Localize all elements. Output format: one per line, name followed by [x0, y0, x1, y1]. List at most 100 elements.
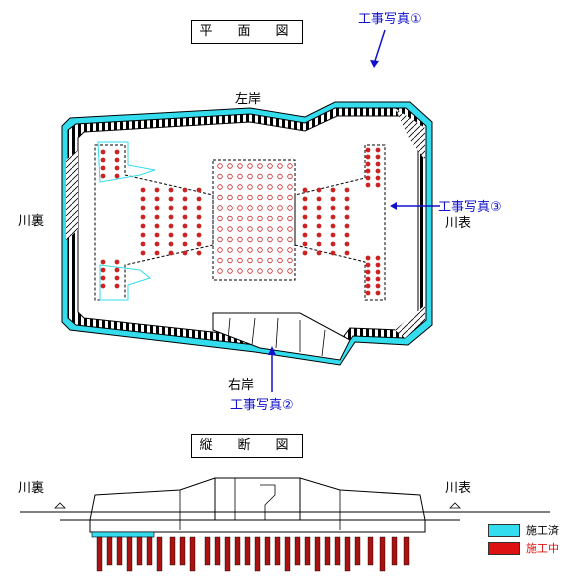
pile-done — [168, 205, 174, 211]
pile-planned — [287, 236, 293, 243]
photo-3-label[interactable]: 工事写真③ — [438, 200, 502, 215]
pile-planned — [217, 194, 223, 201]
pile-done — [100, 283, 106, 289]
pile-done — [375, 255, 381, 261]
section-pile — [136, 536, 143, 566]
legend-swatch-in-progress — [488, 541, 520, 555]
label-right-bank: 右岸 — [228, 378, 255, 393]
pile-done — [365, 276, 371, 282]
pile-done — [365, 168, 371, 174]
pile-planned — [267, 215, 273, 222]
section-pile — [354, 536, 361, 566]
pile-planned — [267, 247, 273, 253]
pile-done — [100, 173, 106, 179]
structure-body — [214, 477, 301, 521]
pile-done — [365, 182, 371, 188]
pile-planned — [277, 247, 283, 253]
section-pile — [146, 536, 153, 566]
pile-done — [154, 250, 160, 256]
pile-planned — [227, 236, 233, 243]
pile-done — [365, 290, 371, 296]
pile-done — [375, 147, 381, 153]
pile-done — [316, 223, 322, 229]
pile-done — [114, 149, 120, 155]
pile-planned — [237, 226, 243, 232]
pile-planned — [257, 215, 263, 222]
pile-planned — [287, 205, 293, 211]
plan-view — [61, 101, 433, 366]
section-piles — [96, 536, 410, 572]
right-footing — [294, 144, 386, 301]
pile-planned — [237, 194, 243, 201]
pile-done — [375, 182, 381, 188]
pile-done — [140, 241, 146, 247]
pile-planned — [237, 205, 243, 211]
section-pile — [234, 536, 241, 566]
section-pile — [274, 536, 281, 566]
pile-done — [330, 250, 336, 256]
pile-planned — [227, 257, 233, 264]
pile-planned — [277, 215, 283, 222]
section-pile — [344, 536, 351, 572]
pile-done — [316, 214, 322, 220]
pile-done — [344, 187, 350, 193]
pile-done — [330, 241, 336, 247]
pile-planned — [247, 247, 253, 253]
pile-planned — [247, 257, 253, 264]
photo-2-label[interactable]: 工事写真② — [230, 398, 294, 413]
pile-planned — [267, 257, 273, 264]
pile-done — [168, 232, 174, 238]
pile-planned — [287, 226, 293, 232]
pile-done — [344, 232, 350, 238]
pile-done — [344, 250, 350, 256]
pile-planned — [267, 184, 273, 190]
footing-slab — [89, 519, 426, 533]
pile-planned — [277, 163, 283, 169]
pile-done — [344, 223, 350, 229]
pile-done — [330, 187, 336, 193]
pile-planned — [247, 194, 253, 201]
pile-planned — [227, 247, 233, 253]
pile-planned — [277, 194, 283, 201]
pile-done — [375, 175, 381, 181]
section-pile — [294, 536, 301, 566]
pile-done — [154, 223, 160, 229]
pile-planned — [237, 215, 243, 222]
pile-planned — [237, 236, 243, 243]
pile-done — [100, 259, 106, 265]
pile-done — [154, 196, 160, 202]
pile-done — [375, 161, 381, 167]
pile-planned — [287, 184, 293, 190]
pile-done — [196, 205, 202, 211]
pile-done — [375, 262, 381, 268]
pile-points — [100, 147, 381, 296]
pile-done — [182, 196, 188, 202]
section-pile — [189, 536, 196, 572]
label-left-bank: 左岸 — [235, 92, 262, 107]
pile-done — [114, 275, 120, 281]
pile-done — [375, 269, 381, 275]
pile-done — [140, 205, 146, 211]
pile-done — [114, 157, 120, 163]
photo-1-label[interactable]: 工事写真① — [358, 12, 422, 27]
pile-planned — [247, 205, 253, 211]
pile-planned — [227, 184, 233, 190]
pile-done — [196, 196, 202, 202]
pile-done — [168, 196, 174, 202]
pile-done — [365, 269, 371, 275]
left-cyan-outline — [99, 264, 152, 301]
pile-planned — [287, 163, 293, 169]
pile-done — [344, 196, 350, 202]
corner-hatch — [395, 108, 425, 160]
left-cyan-outline — [97, 141, 156, 183]
pile-done — [316, 205, 322, 211]
pile-done — [196, 250, 202, 256]
pile-done — [182, 214, 188, 220]
pile-planned — [247, 226, 253, 232]
pile-planned — [277, 268, 283, 274]
pile-done — [182, 250, 188, 256]
section-view: ― — [20, 477, 550, 572]
pile-done — [196, 241, 202, 247]
pile-planned — [277, 184, 283, 190]
pile-planned — [237, 173, 243, 180]
